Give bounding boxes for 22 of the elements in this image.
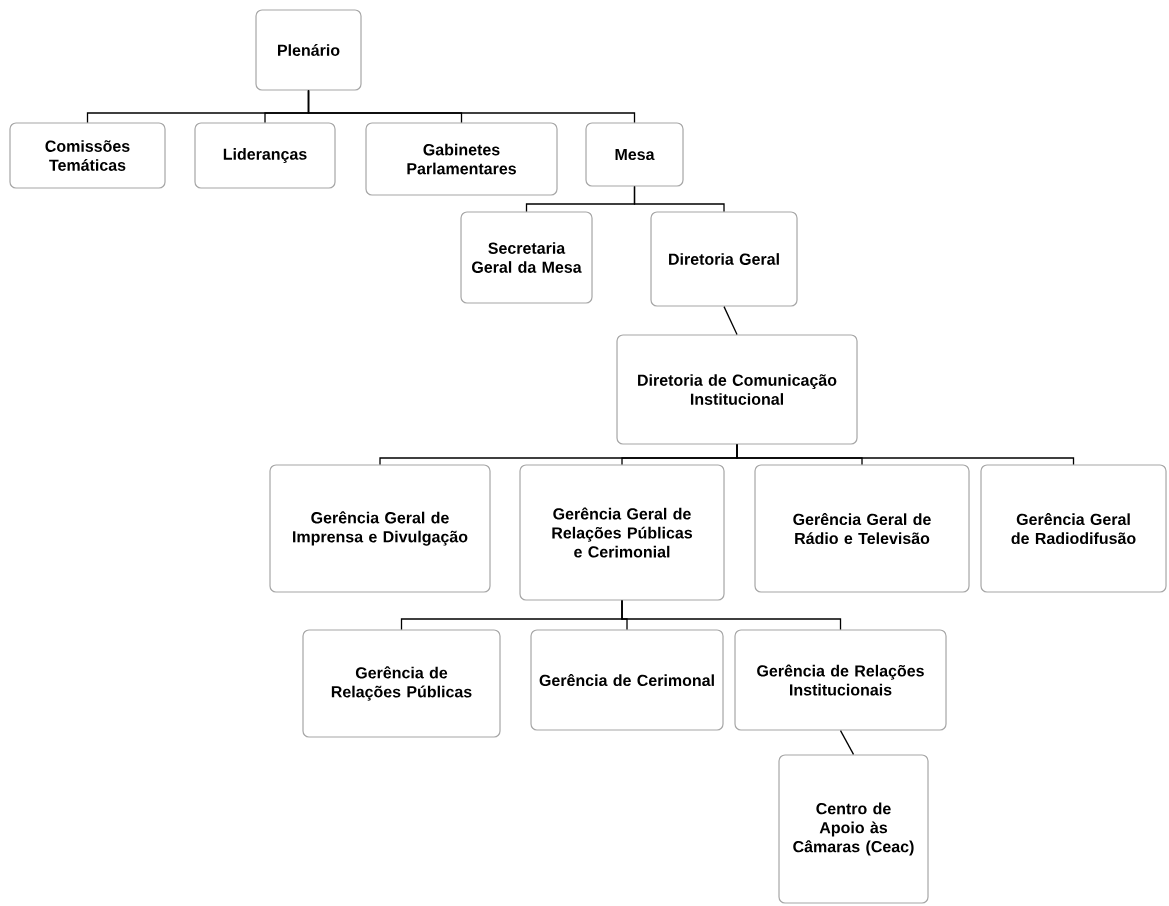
org-box: Lideranças <box>194 122 336 189</box>
connector-line <box>839 729 855 756</box>
connector-line <box>307 89 636 124</box>
connector-line <box>633 185 725 213</box>
connector-line <box>736 443 1075 466</box>
org-box: Centro de Apoio às Câmaras (Ceac) <box>778 754 929 904</box>
org-box: Gerência de Cerimonal <box>530 629 724 731</box>
org-box: Gerência Geral de Radiodifusão <box>980 464 1167 593</box>
org-box: Diretoria Geral <box>650 211 798 307</box>
org-box: Diretoria de Comunicação Institucional <box>616 334 858 445</box>
connector-line <box>621 599 842 631</box>
org-box: Secretaria Geral da Mesa <box>460 211 593 304</box>
org-box: Gerência de Relações Institucionais <box>734 629 947 731</box>
org-box: Gabinetes Parlamentares <box>365 122 558 196</box>
org-box: Gerência de Relações Públicas <box>302 629 501 738</box>
connector-line <box>723 305 738 336</box>
org-box: Gerência Geral de Relações Públicas e Cerimonial <box>519 464 725 601</box>
org-box: Gerência Geral de Rádio e Televisão <box>754 464 970 593</box>
org-box: Plenário <box>255 9 362 91</box>
org-box: Gerência Geral de Imprensa e Divulgação <box>269 464 491 593</box>
org-box: Mesa <box>585 122 684 187</box>
org-box: Comissões Temáticas <box>9 122 166 189</box>
